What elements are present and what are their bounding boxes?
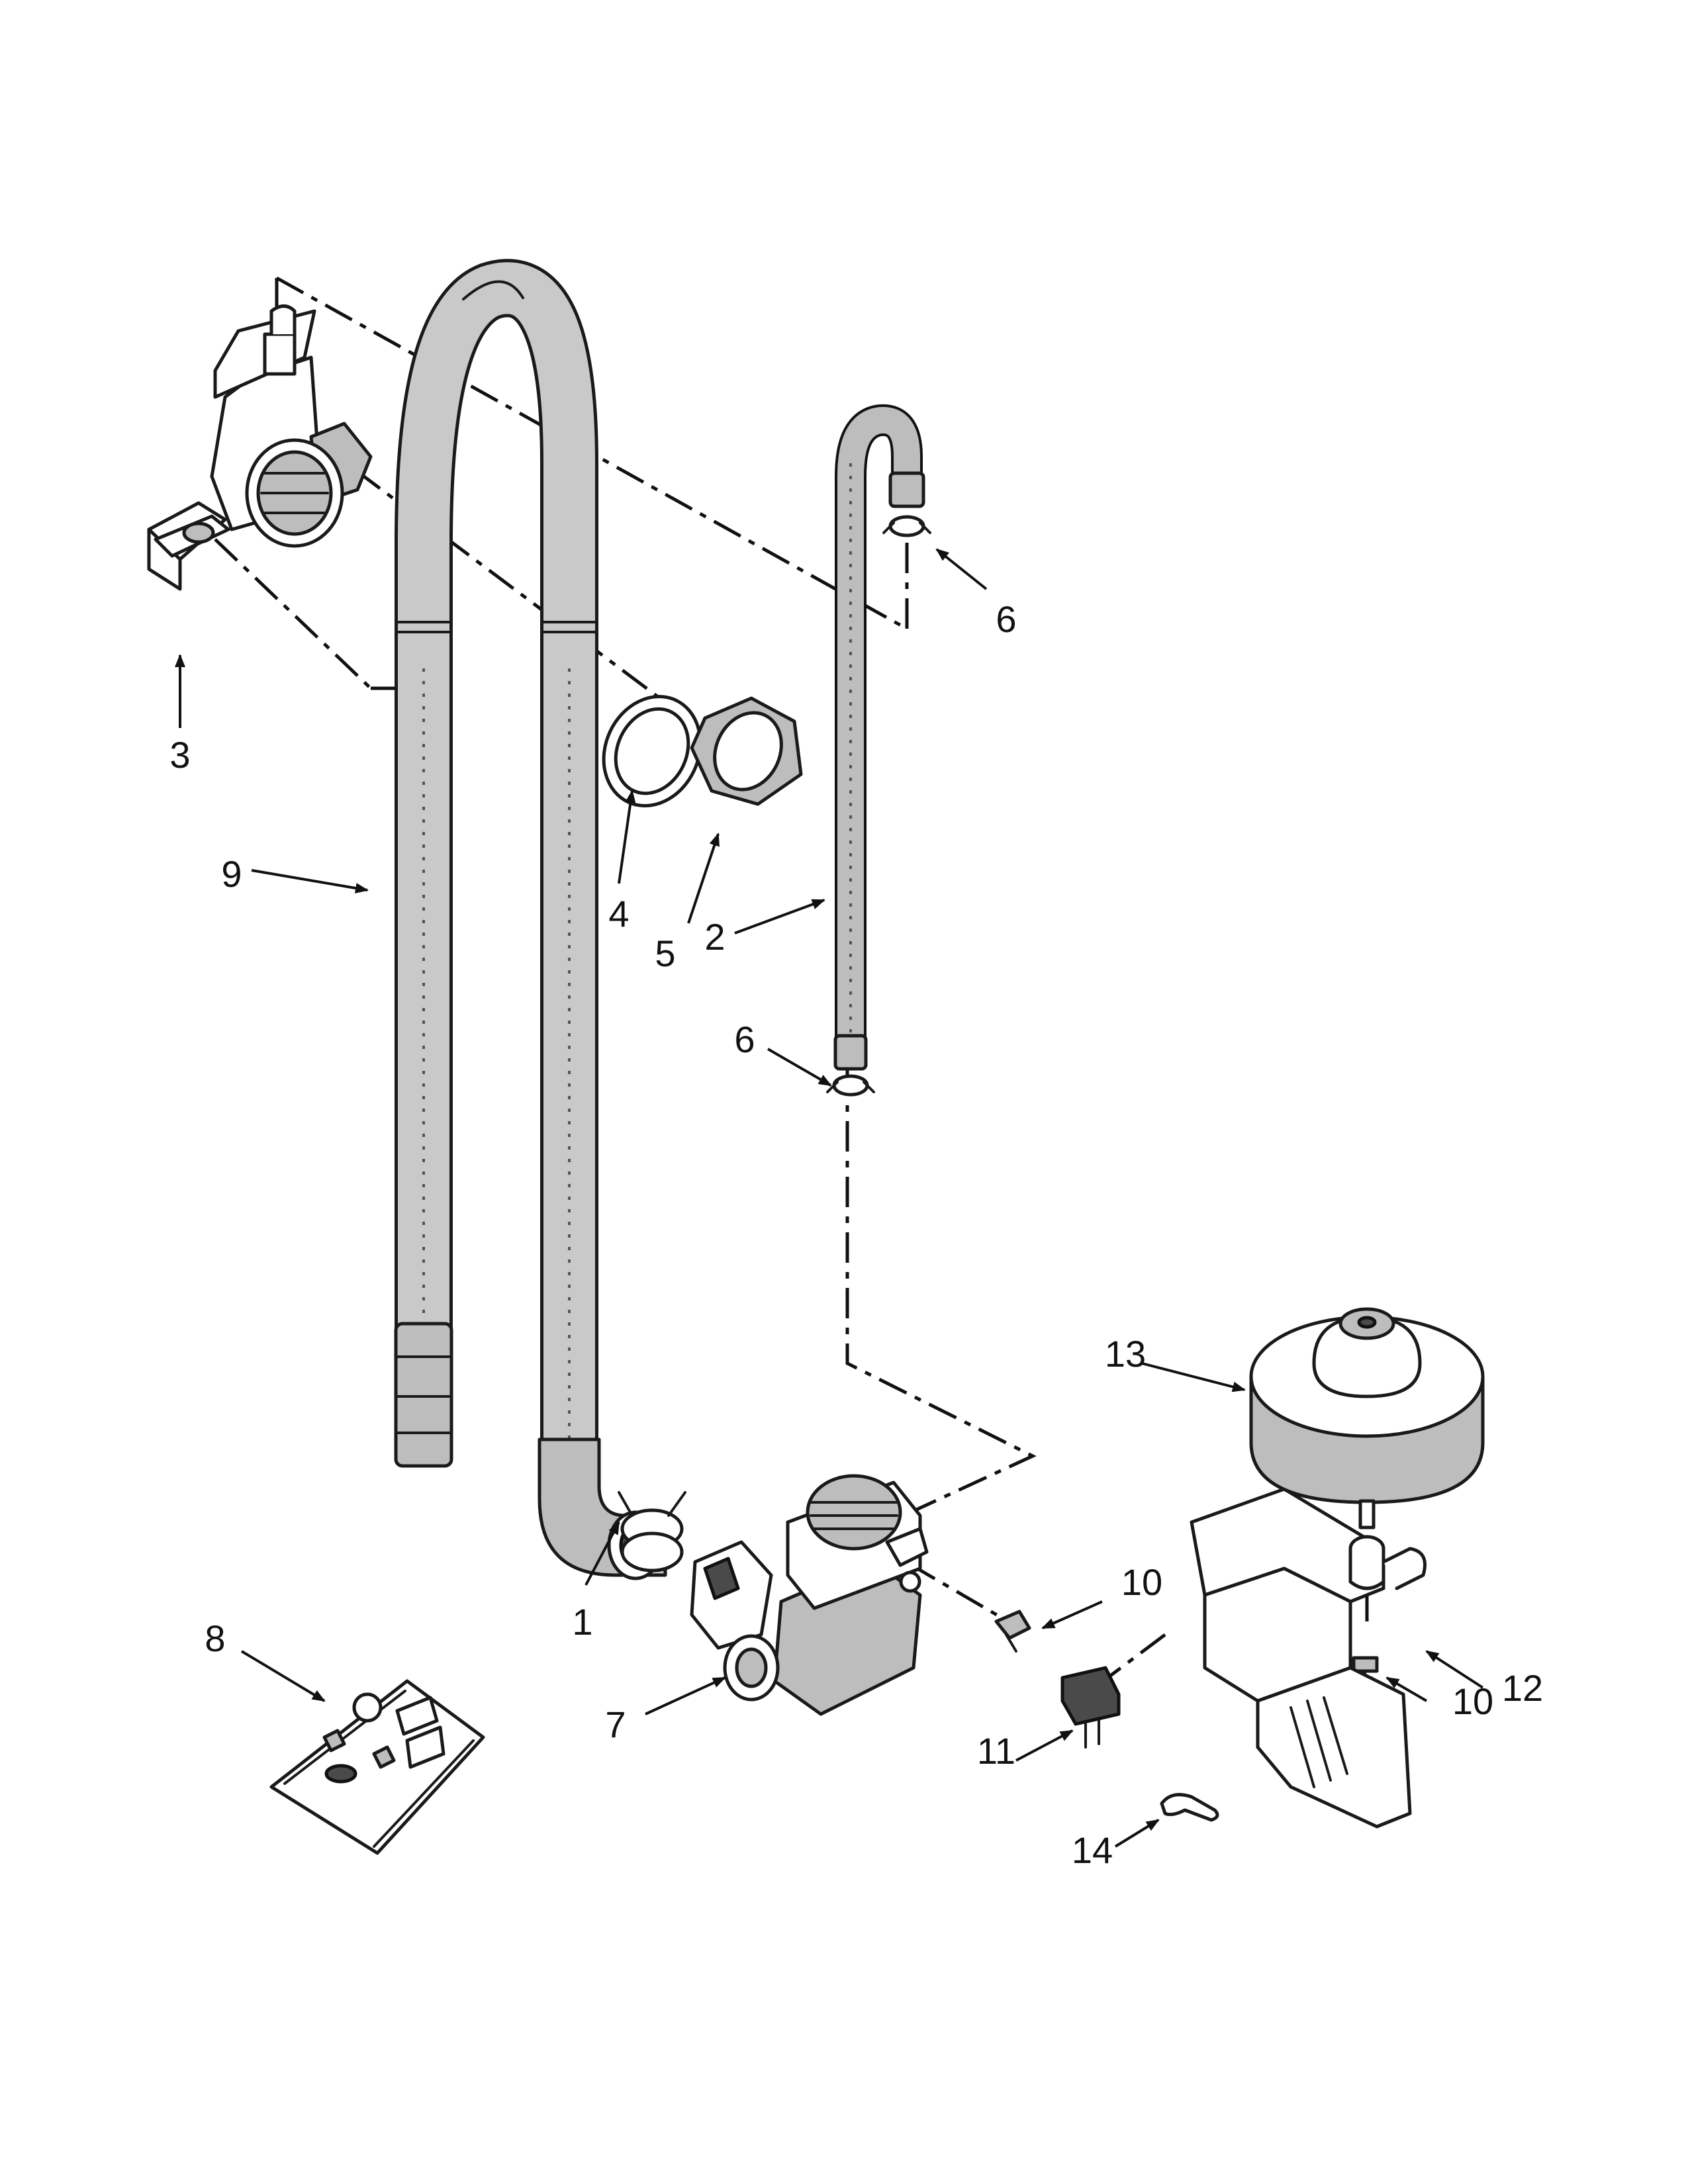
callout-5: 5 — [655, 933, 675, 974]
callout-6-lower: 6 — [734, 1019, 755, 1060]
callout-4: 4 — [608, 893, 629, 934]
callout-8: 8 — [205, 1617, 225, 1659]
callout-6-upper: 6 — [996, 598, 1016, 640]
callout-11: 11 — [977, 1730, 1015, 1772]
callout-9: 9 — [221, 853, 242, 895]
callout-3: 3 — [169, 734, 190, 776]
part-3-vent-body — [147, 304, 373, 591]
part-5-hex-nut — [690, 696, 803, 806]
part-6-clamp-upper — [882, 515, 931, 537]
callout-2: 2 — [704, 916, 725, 958]
callout-7: 7 — [605, 1704, 626, 1745]
part-13-float — [1249, 1307, 1485, 1529]
callout-10-left: 10 — [1121, 1561, 1162, 1603]
callout-13: 13 — [1105, 1333, 1146, 1375]
part-14-clip — [1160, 1793, 1219, 1822]
part-12-float-bracket — [1190, 1487, 1427, 1829]
callout-labels: 1 2 3 4 5 6 6 7 8 9 10 10 11 12 13 14 — [169, 598, 1543, 1871]
callout-12: 12 — [1502, 1667, 1543, 1709]
callout-14: 14 — [1072, 1829, 1113, 1871]
callout-1: 1 — [572, 1601, 592, 1643]
part-4-gasket — [602, 694, 702, 808]
assembly-lines — [214, 276, 1369, 1696]
part-6-clamp-lower — [826, 1074, 875, 1097]
part-10-screw-left — [994, 1610, 1031, 1653]
callout-arrows — [175, 548, 1484, 1848]
part-2-fill-hose — [833, 404, 925, 1071]
part-11-switch — [1060, 1666, 1121, 1749]
part-1-hose-clamp — [618, 1491, 686, 1572]
callout-10-right: 10 — [1452, 1680, 1493, 1722]
part-7-inlet-valve — [690, 1474, 929, 1716]
part-8-hardware-bag — [269, 1679, 485, 1855]
